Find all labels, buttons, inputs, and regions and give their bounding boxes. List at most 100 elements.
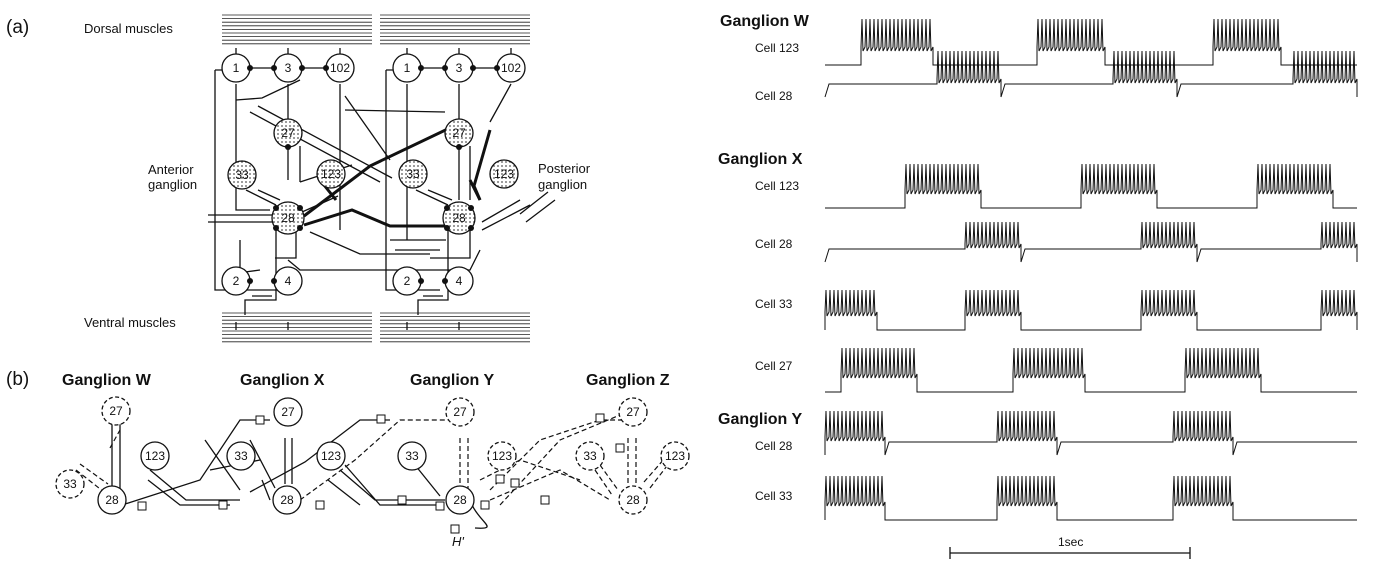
neuron-node: 123 <box>660 441 690 471</box>
panel-b-label: (b) <box>6 369 29 390</box>
neuron-node: 27 <box>618 397 648 427</box>
synapse-square <box>218 500 228 510</box>
neuron-node: 33 <box>575 441 605 471</box>
synapse-square <box>495 474 505 484</box>
neuron-node: 123 <box>489 159 519 189</box>
ganglion-y-title: Ganglion Y <box>410 372 494 389</box>
neuron-node: 27 <box>273 397 303 427</box>
neuron-node: 123 <box>316 159 346 189</box>
neuron-node: 28 <box>442 201 476 235</box>
synapse-square <box>595 413 605 423</box>
neuron-node: 2 <box>221 266 251 296</box>
trace-label-x-28: Cell 28 <box>755 237 793 251</box>
synapse-dot <box>285 144 291 150</box>
synapse-dot <box>468 205 474 211</box>
synapse-dot <box>418 65 424 71</box>
neuron-label: 27 <box>281 126 295 140</box>
synapse-dot <box>273 225 279 231</box>
muscle-block <box>380 312 530 343</box>
synapse-dot <box>299 65 305 71</box>
neuron-label: 123 <box>321 167 341 181</box>
synapse-dot <box>456 144 462 150</box>
synapse-square <box>615 443 625 453</box>
dorsal-muscles-label: Dorsal muscles <box>84 21 173 36</box>
neuron-node: 28 <box>618 485 648 515</box>
trace-label-x-33: Cell 33 <box>755 297 793 311</box>
neuron-label: 1 <box>233 61 240 75</box>
synapse-square <box>137 501 147 511</box>
trace-label-y-28: Cell 28 <box>755 439 793 453</box>
voltage-trace <box>824 289 1358 331</box>
synapse-square <box>376 414 386 424</box>
voltage-trace <box>824 50 1358 98</box>
neuron-label: 33 <box>234 449 248 463</box>
neuron-label: 123 <box>665 449 685 463</box>
neuron-label: 102 <box>330 61 350 75</box>
neuron-node: 33 <box>227 160 257 190</box>
neuron-label: 4 <box>285 274 292 288</box>
neuron-node: 1 <box>221 53 251 83</box>
neuron-node: 123 <box>140 441 170 471</box>
neuron-label: 2 <box>233 274 240 288</box>
synapse-dot <box>297 225 303 231</box>
muscle-blocks <box>222 14 530 343</box>
panel-a: (a) Dorsal muscles Ventral muscles Anter… <box>6 14 591 343</box>
trace-group-x-title: Ganglion X <box>718 151 803 168</box>
synapse-dot <box>442 278 448 284</box>
neuron-label: 33 <box>405 449 419 463</box>
neuron-label: 27 <box>452 126 466 140</box>
ganglion-w-title: Ganglion W <box>62 372 152 389</box>
synapse-dot <box>418 278 424 284</box>
synapse-square <box>540 495 550 505</box>
posterior-label-1: Posterior <box>538 161 591 176</box>
ventral-muscles-label: Ventral muscles <box>84 315 176 330</box>
trace-label-y-33: Cell 33 <box>755 489 793 503</box>
neuron-node: 2 <box>392 266 422 296</box>
synapse-dot <box>247 65 253 71</box>
synapse-dot <box>470 65 476 71</box>
anterior-label-1: Anterior <box>148 162 194 177</box>
neuron-label: 102 <box>501 61 521 75</box>
neuron-node: 33 <box>397 441 427 471</box>
neuron-label: 33 <box>235 168 249 182</box>
synapse-dot <box>247 278 253 284</box>
panel-b-wiring <box>75 414 671 529</box>
neuron-node: 28 <box>97 485 127 515</box>
trace-group-y-title: Ganglion Y <box>718 411 802 428</box>
neuron-label: 28 <box>626 493 640 507</box>
synapse-square <box>450 524 460 534</box>
neuron-label: 28 <box>280 493 294 507</box>
neuron-label: 3 <box>456 61 463 75</box>
ganglion-x-title: Ganglion X <box>240 372 325 389</box>
neuron-label: 2 <box>404 274 411 288</box>
panel-b: (b) Ganglion W Ganglion X Ganglion Y Gan… <box>6 369 690 549</box>
synapse-dot <box>323 65 329 71</box>
neuron-node: 28 <box>271 201 305 235</box>
trace-group-w-title: Ganglion W <box>720 13 810 30</box>
neuron-node: 3 <box>444 53 474 83</box>
neuron-label: 28 <box>105 493 119 507</box>
neuron-label: 123 <box>492 449 512 463</box>
neuron-node: 27 <box>445 397 475 427</box>
neuron-node: 123 <box>316 441 346 471</box>
voltage-trace <box>824 475 1357 521</box>
neuron-label: 33 <box>406 167 420 181</box>
neuron-node: 123 <box>487 441 517 471</box>
neuron-node: 28 <box>445 485 475 515</box>
voltage-traces <box>824 18 1358 521</box>
neuron-node: 27 <box>444 118 474 148</box>
synapse-dot <box>442 65 448 71</box>
neuron-node: 33 <box>226 441 256 471</box>
neuron-label: 28 <box>452 211 466 225</box>
synapse-dot <box>468 225 474 231</box>
synapse-square <box>315 500 325 510</box>
voltage-trace <box>825 347 1357 393</box>
voltage-trace <box>825 18 1357 66</box>
muscle-block <box>222 312 372 343</box>
neuron-label: 27 <box>281 405 295 419</box>
neuron-node: 102 <box>496 53 526 83</box>
synapse-square <box>480 500 490 510</box>
neuron-node: 33 <box>398 159 428 189</box>
